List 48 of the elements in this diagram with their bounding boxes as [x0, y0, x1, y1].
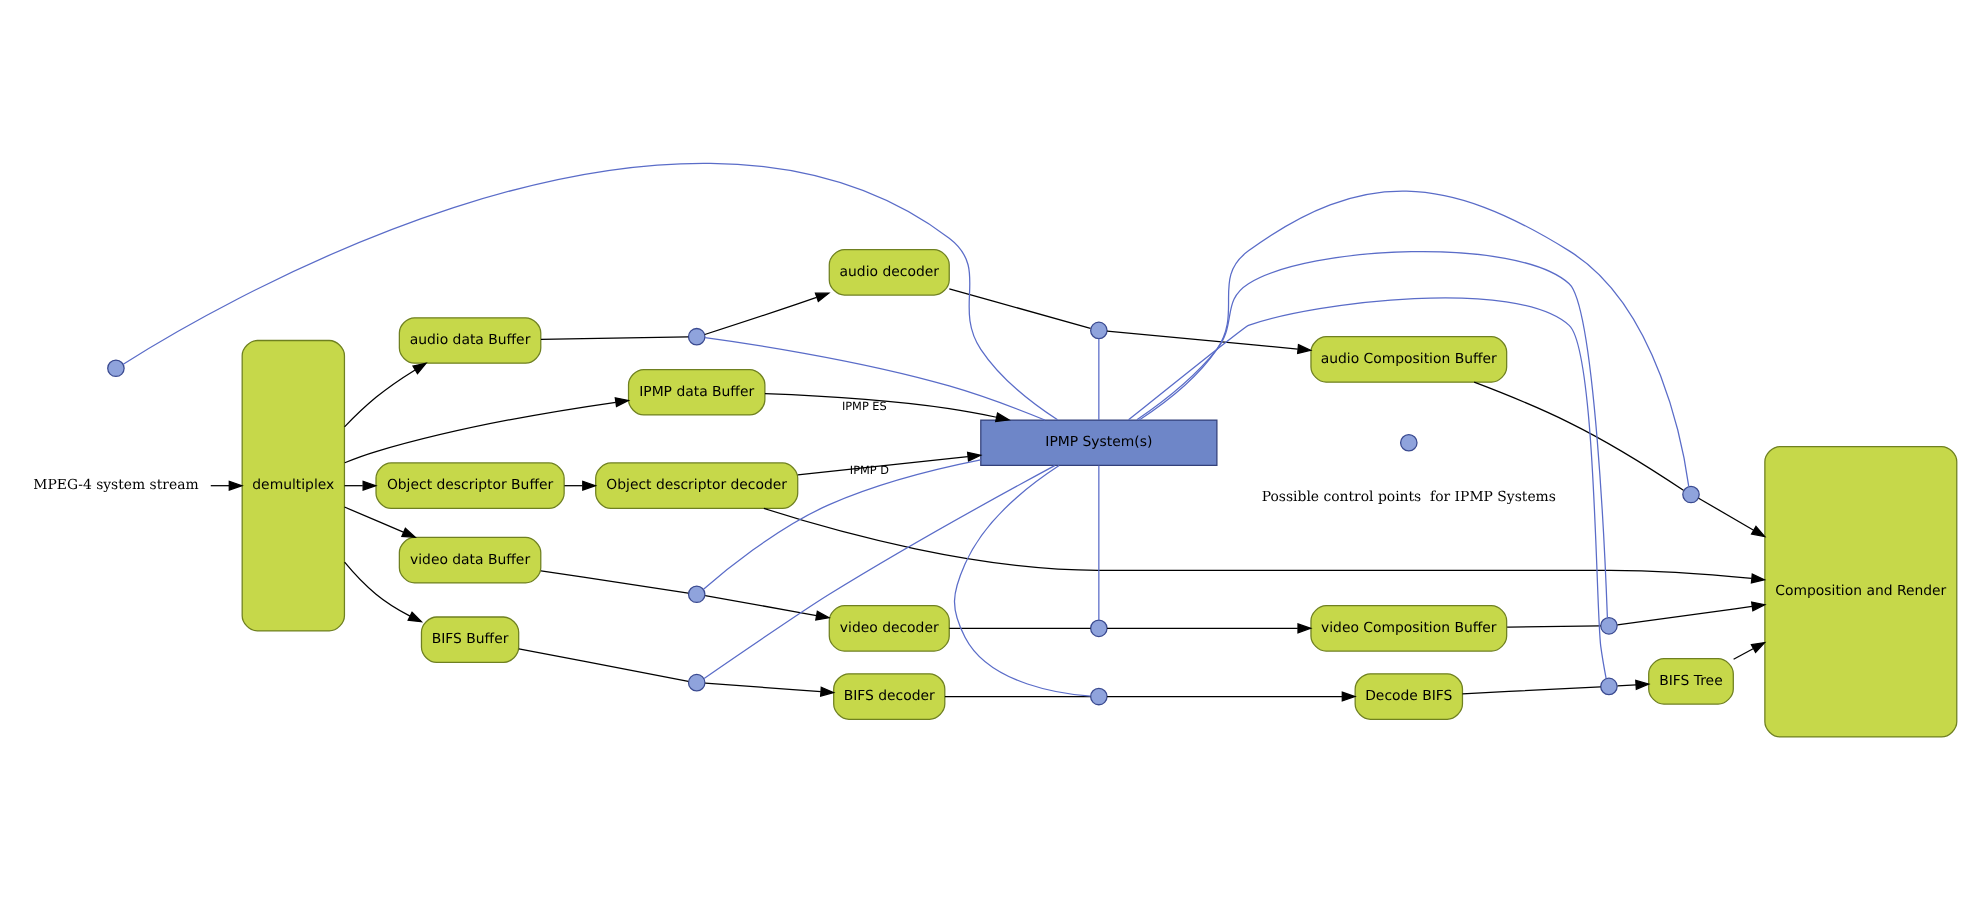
connector — [702, 458, 982, 589]
node-circle — [687, 672, 706, 691]
arrow — [1732, 640, 1767, 659]
connector — [948, 626, 1092, 628]
arrow — [343, 505, 417, 537]
arrow — [344, 560, 424, 622]
arrow — [704, 291, 831, 335]
connector — [1461, 685, 1602, 694]
connector — [1136, 250, 1609, 618]
arrow — [704, 593, 831, 620]
node-circle — [107, 358, 125, 377]
arrow — [1106, 329, 1313, 354]
node-circle — [687, 584, 706, 603]
connector — [540, 569, 689, 593]
arrow — [343, 361, 428, 427]
node-circle — [1090, 320, 1108, 339]
connector — [953, 463, 1092, 696]
connector — [1506, 624, 1602, 627]
node-circle — [1600, 676, 1618, 695]
arrow — [1616, 678, 1651, 690]
arrow — [797, 450, 983, 475]
node-circle — [1600, 616, 1618, 634]
arrow — [1698, 496, 1767, 537]
node-circle — [1090, 618, 1108, 637]
connector — [1138, 189, 1690, 486]
arrow — [344, 396, 631, 463]
connector — [518, 647, 689, 681]
arrow — [763, 506, 1767, 583]
connector — [1098, 464, 1100, 620]
connector — [540, 335, 689, 339]
connector — [703, 464, 1056, 679]
connector — [1127, 296, 1607, 679]
arrow — [210, 479, 244, 490]
connector — [948, 287, 1092, 328]
arrow — [1106, 622, 1313, 633]
connector — [944, 694, 1092, 697]
arrow — [1106, 690, 1357, 701]
arrow — [704, 681, 836, 696]
connector — [122, 161, 1059, 420]
arrow — [343, 479, 378, 490]
connector — [1473, 380, 1685, 490]
arrow — [1616, 600, 1767, 625]
node-circle — [1682, 484, 1700, 503]
arrow — [764, 392, 1011, 422]
connector — [1098, 337, 1100, 420]
connector — [704, 336, 1046, 420]
node-circle — [687, 326, 706, 345]
node-circle — [1090, 686, 1108, 705]
